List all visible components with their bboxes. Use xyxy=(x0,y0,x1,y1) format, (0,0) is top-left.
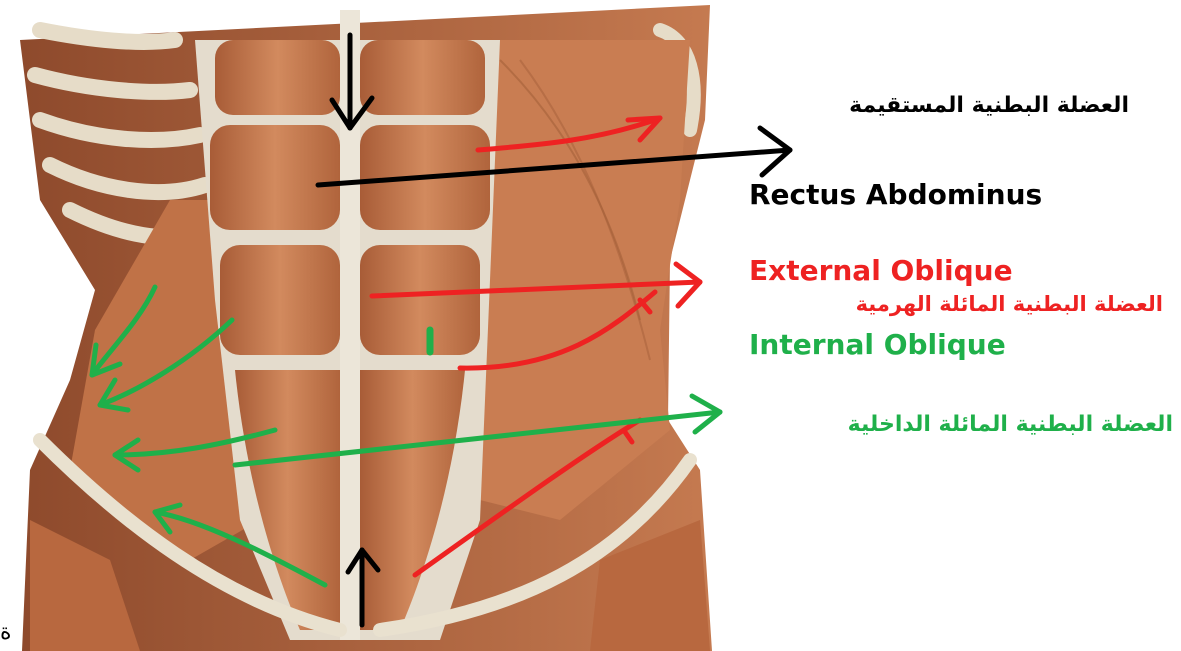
rectus-abdominus-label: Rectus Abdominus xyxy=(749,178,1042,211)
rectus-abdominus-arabic-label: العضلة البطنية المستقيمة xyxy=(849,93,1129,118)
stray-caption-character: ة xyxy=(0,620,12,645)
external-oblique-arabic-label: العضلة البطنية المائلة الهرمية xyxy=(856,292,1163,316)
external-oblique-label: External Oblique xyxy=(749,254,1013,287)
internal-oblique-label: Internal Oblique xyxy=(749,328,1006,361)
internal-oblique-arabic-label: العضلة البطنية المائلة الداخلية xyxy=(848,412,1173,437)
